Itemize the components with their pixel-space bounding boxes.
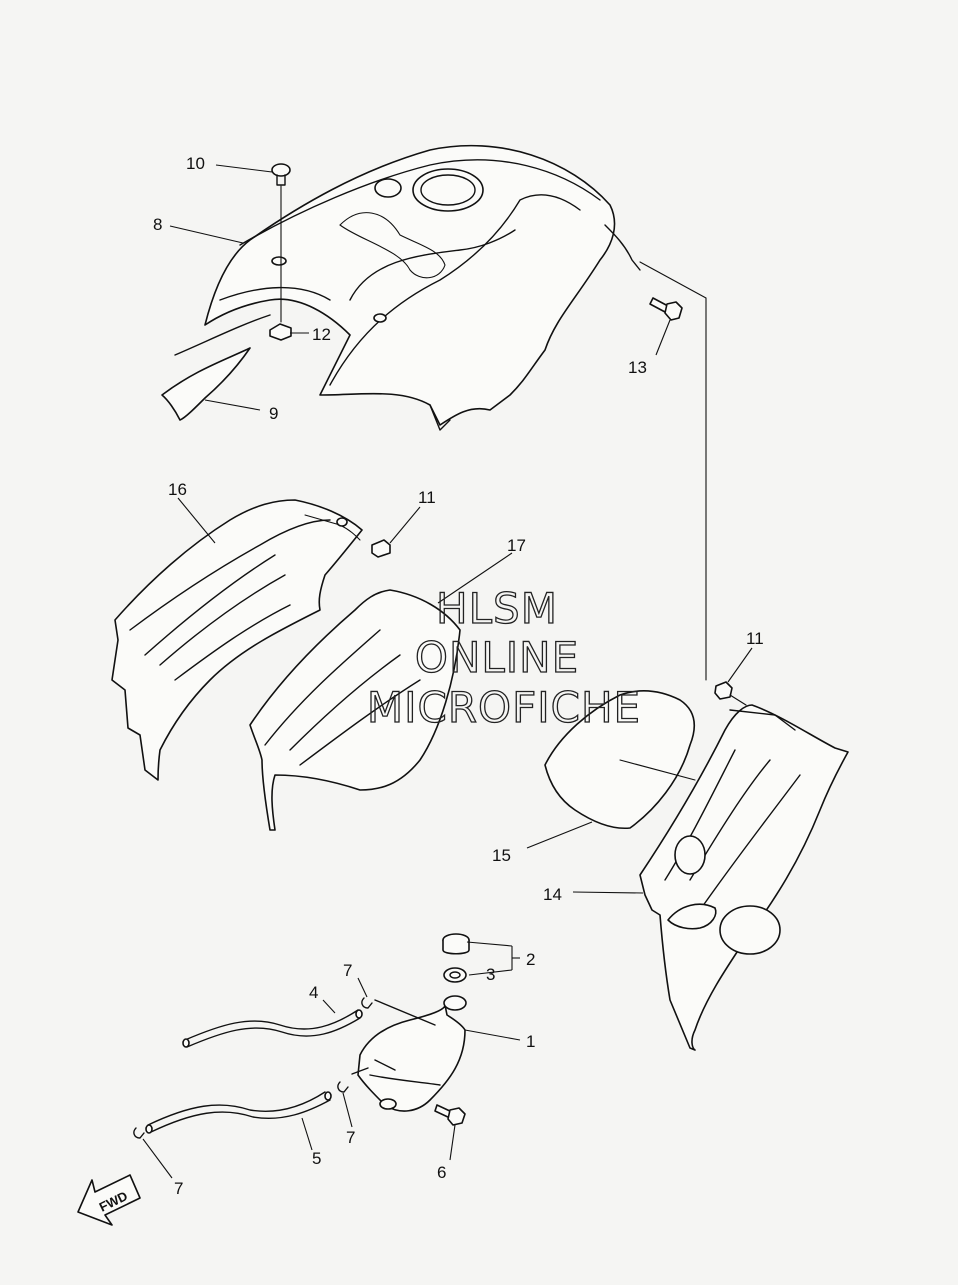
fwd-arrow-icon: FWD [77, 1174, 141, 1226]
side-cover-part-16 [111, 499, 363, 781]
callout-14: 14 [543, 885, 562, 904]
callout-7-bottom: 7 [174, 1179, 183, 1198]
top-cover-part-8 [204, 144, 641, 431]
grommet-part-11-lower [714, 681, 747, 706]
pad-part-15 [544, 690, 696, 830]
nut-part-12 [269, 323, 292, 341]
callout-17: 17 [507, 536, 526, 555]
callout-2: 2 [526, 950, 535, 969]
callout-5: 5 [312, 1149, 321, 1168]
watermark-line-2: ONLINE [415, 633, 579, 682]
bolt-part-13 [639, 261, 707, 681]
callout-16: 16 [168, 480, 187, 499]
callout-labels: 10 8 12 13 9 16 11 17 11 15 14 2 3 7 4 1… [153, 154, 764, 1198]
hose-part-4 [182, 999, 436, 1048]
callout-9: 9 [269, 404, 278, 423]
grommet-part-11-upper [371, 539, 391, 558]
side-cover-part-14 [639, 704, 849, 1051]
callout-11-upper: 11 [418, 488, 436, 507]
callout-10: 10 [186, 154, 205, 173]
gasket-part-3 [443, 967, 467, 983]
sticker-part-9 [161, 314, 271, 421]
leader-lines [142, 164, 753, 1179]
reservoir-tank-part-1 [351, 995, 467, 1112]
watermark-line-1: HLSM [436, 584, 558, 633]
hose-part-5 [145, 1091, 332, 1134]
callout-13: 13 [628, 358, 647, 377]
watermark: HLSM ONLINE MICROFICHE [366, 583, 641, 732]
screw-part-10 [271, 163, 291, 323]
callout-7-top: 7 [343, 961, 352, 980]
callout-3: 3 [486, 965, 495, 984]
callout-4: 4 [309, 983, 318, 1002]
inner-panel-part-17 [249, 589, 461, 831]
callout-7-mid: 7 [346, 1128, 355, 1147]
bolt-part-6 [434, 1104, 466, 1126]
callout-15: 15 [492, 846, 511, 865]
callout-8: 8 [153, 215, 162, 234]
cap-part-2 [442, 933, 470, 955]
callout-6: 6 [437, 1163, 446, 1182]
callout-12: 12 [312, 325, 331, 344]
watermark-line-3: MICROFICHE [367, 683, 641, 732]
callout-1: 1 [526, 1032, 535, 1051]
callout-11-lower: 11 [746, 629, 764, 648]
clamp-part-7 [133, 997, 373, 1139]
